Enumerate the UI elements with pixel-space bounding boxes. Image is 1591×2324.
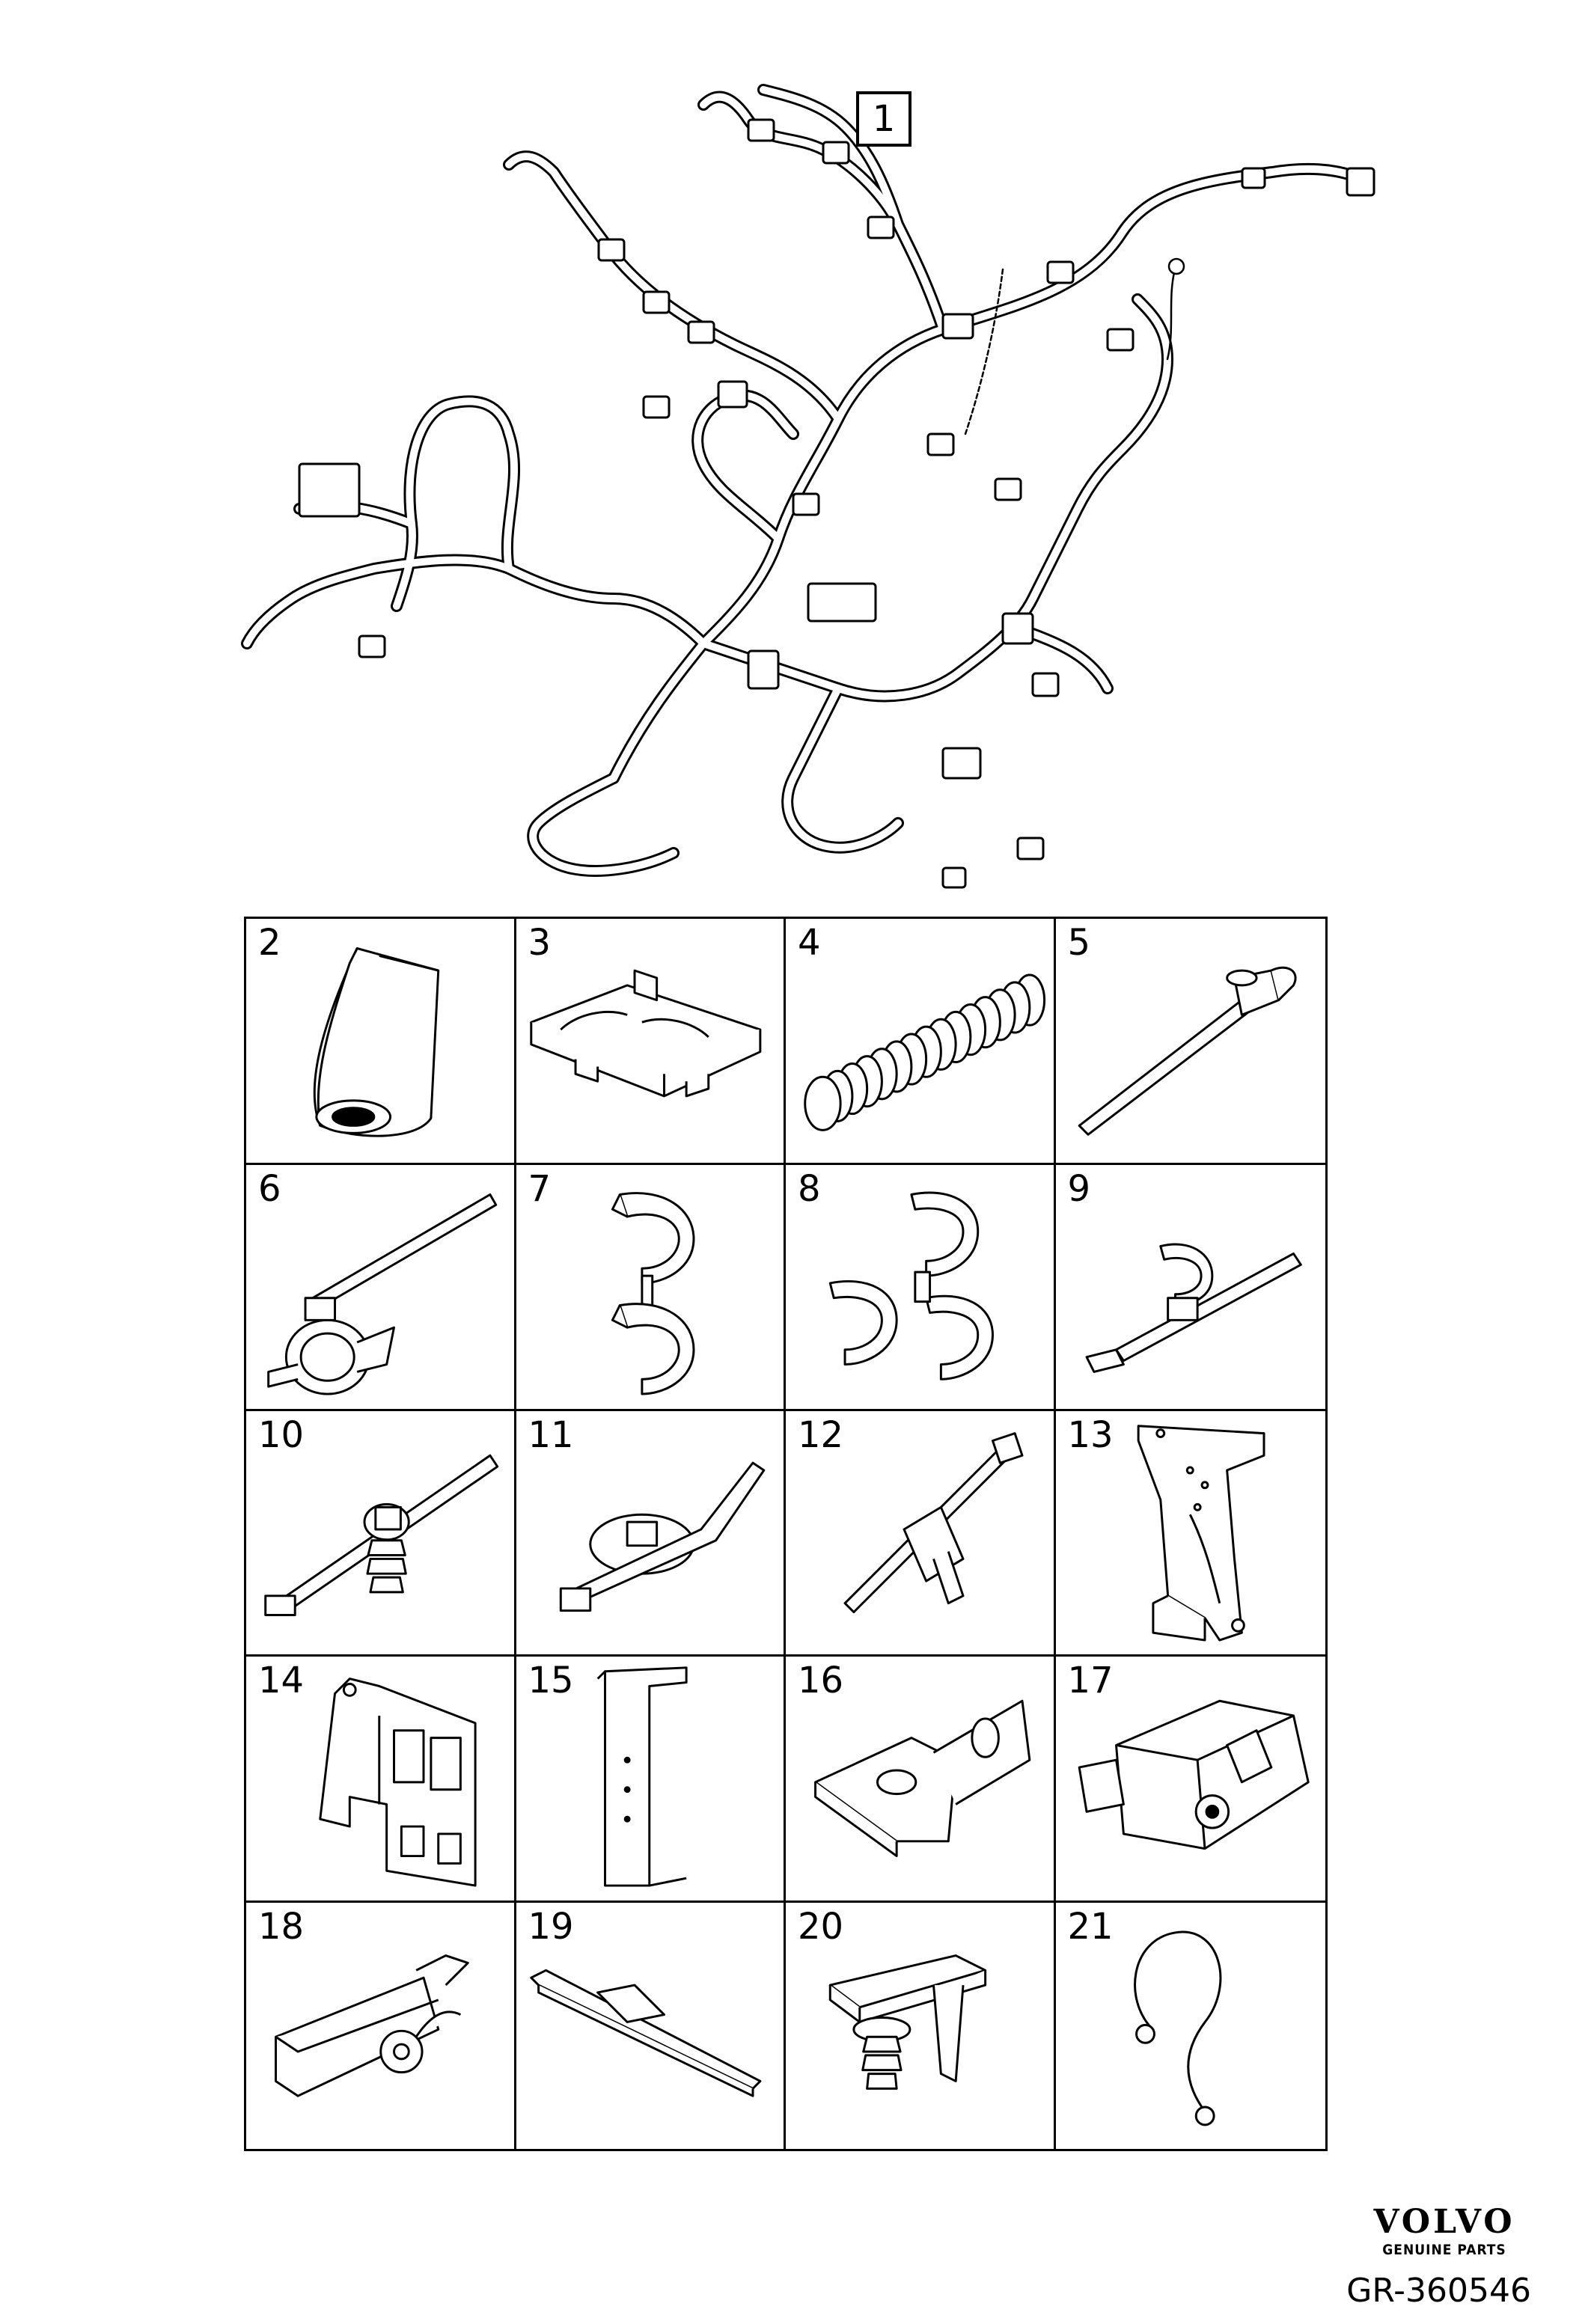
part-number: 12: [798, 1413, 844, 1456]
cover-holder-icon: [275, 1954, 469, 2097]
part-cell-4: 4: [786, 919, 1056, 1165]
part-number: 13: [1067, 1413, 1114, 1456]
part-cell-16: 16: [786, 1657, 1056, 1903]
part-cell-2: 2: [246, 919, 516, 1165]
tie-with-disc-icon: [559, 1461, 765, 1612]
part-cell-19: 19: [516, 1903, 786, 2149]
part-number: 16: [798, 1660, 844, 1702]
part-number: 21: [1067, 1906, 1114, 1948]
volvo-logo: VOLVO GENUINE PARTS: [1355, 2203, 1534, 2259]
part-number: 15: [528, 1660, 574, 1702]
strap-icon: [529, 1969, 761, 2097]
part-number: 8: [798, 1167, 821, 1210]
part-cell-12: 12: [786, 1410, 1056, 1657]
part-number: 3: [528, 922, 552, 964]
part-number: 18: [258, 1906, 305, 1948]
loop-tie-icon: [1133, 1930, 1221, 2126]
tie-with-edge-clip-icon: [843, 1431, 1024, 1613]
cable-channel-icon: [529, 969, 761, 1098]
part-cell-8: 8: [786, 1164, 1056, 1411]
triple-clip-icon: [828, 1191, 994, 1380]
strap-bracket-icon: [596, 1666, 688, 1887]
part-cell-3: 3: [516, 919, 786, 1165]
part-number: 14: [258, 1660, 305, 1702]
part-cell-6: 6: [246, 1164, 516, 1411]
part-cell-18: 18: [246, 1903, 516, 2149]
part-cell-21: 21: [1056, 1903, 1326, 2149]
part-number: 2: [258, 922, 281, 964]
part-number: 17: [1067, 1660, 1114, 1702]
brand-name: VOLVO: [1373, 2203, 1515, 2241]
part-number: 5: [1067, 922, 1091, 964]
clip-with-tie-icon: [1085, 1243, 1302, 1373]
part-number: 20: [798, 1906, 844, 1948]
cable-tie-clamp-icon: [267, 1193, 498, 1395]
part-cell-10: 10: [246, 1410, 516, 1657]
part-cell-7: 7: [516, 1164, 786, 1411]
part-number: 7: [528, 1167, 552, 1210]
part-number: 11: [528, 1413, 574, 1456]
cable-tie-push-mount-icon: [1078, 966, 1296, 1136]
diagram-reference: GR-360546: [1346, 2272, 1531, 2310]
brand-tagline: GENUINE PARTS: [1382, 2242, 1506, 2258]
rubber-boot-icon: [313, 947, 440, 1137]
wiring-harness-illustration: [241, 84, 1375, 889]
callout-part-1: 1: [856, 91, 911, 147]
part-number: 9: [1067, 1167, 1091, 1210]
part-cell-13: 13: [1055, 1411, 1325, 1657]
part-cell-9: 9: [1055, 1165, 1325, 1411]
tie-with-fir-tree-icon: [264, 1454, 499, 1616]
convoluted-tube-icon: [804, 973, 1046, 1131]
parts-grid: 2 3 4: [244, 917, 1328, 2151]
angle-bracket-icon: [814, 1700, 1031, 1858]
part-number: 10: [258, 1413, 305, 1456]
part-number: 6: [258, 1167, 281, 1210]
part-cell-14: 14: [246, 1657, 516, 1903]
part-cell-17: 17: [1055, 1657, 1325, 1903]
bracket-icon: [1137, 1424, 1265, 1642]
part-number: 19: [528, 1906, 574, 1948]
part-cell-15: 15: [516, 1657, 786, 1903]
push-clip-icon: [828, 1954, 987, 2091]
connector-holder-icon: [1078, 1700, 1310, 1850]
part-cell-5: 5: [1055, 919, 1325, 1165]
part-cell-20: 20: [786, 1903, 1056, 2149]
part-number: 4: [798, 922, 821, 964]
double-clip-icon: [611, 1191, 694, 1395]
part-cell-11: 11: [516, 1410, 786, 1657]
connector-bracket-icon: [319, 1678, 477, 1887]
